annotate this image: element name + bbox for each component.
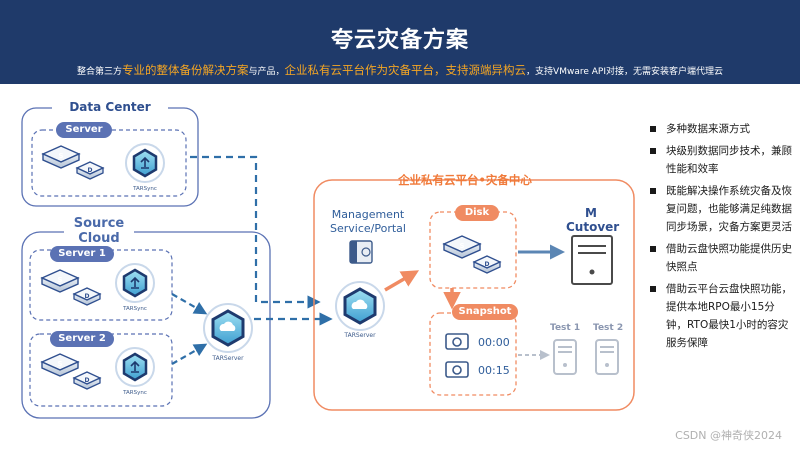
s2-tarsync-label: TARSync [122,390,147,396]
center-tarserver-icon [334,280,386,332]
dc-tarsync-label: TARSync [132,186,157,192]
cutover-label: M Cutover [566,206,620,234]
source-cloud-label-line2: Cloud [78,231,120,246]
s2-disk-d-letter: D [85,377,90,384]
s2-disk-s-letter: S [57,360,62,368]
subtitle-part-4: 企业私有云平台作为灾备平台，支持源端异构云 [284,63,527,77]
server1-box [29,249,173,321]
disk-label: Disk [455,205,499,221]
subtitle-part-5: ，支持VMware API对接，无需安装客户端代理云 [526,67,723,77]
server2-box [29,333,173,407]
cutover-line1: M [585,206,597,220]
source-cloud-label-line1: Source [73,216,125,231]
test2-label: Test 2 [593,323,624,333]
data-center-label: Data Center [52,100,168,114]
bullet-item: 既能解决操作系统灾备及恢复问题，也能够满足纯数据同步场景，灾备方案更灵活 [648,182,794,236]
dc-disk-d-letter: D [88,167,93,174]
subtitle-part-3: 与产品， [248,67,285,77]
page-subtitle: 整合第三方专业的整体备份解决方案与产品，企业私有云平台作为灾备平台，支持源端异构… [0,62,800,78]
s1-tarsync-icon [114,262,156,304]
disk-group-box [429,211,517,289]
center-disk-s-letter: S [459,242,464,250]
feature-bullet-list: 多种数据来源方式 块级别数据同步技术，兼顾性能和效率 既能解决操作系统灾备及恢复… [648,120,794,352]
subtitle-part-1: 整合第三方 [77,67,123,77]
dr-center-title: 企业私有云平台•灾备中心 [398,173,532,187]
center-disk-d-letter: D [485,261,490,268]
bullet-item: 借助云平台云盘快照功能，提供本地RPO最小15分钟，RTO最快1小时的容灾服务保… [648,280,794,352]
link-s1-to-server [171,293,208,315]
header-banner: 夸云灾备方案 整合第三方专业的整体备份解决方案与产品，企业私有云平台作为灾备平台… [0,0,800,84]
page-title: 夸云灾备方案 [330,28,469,53]
s1-disk-d-letter: D [85,293,90,300]
cutover-line2: Cutover [566,220,620,234]
link-dc-to-center [190,155,321,309]
center-tarserver-label: TARServer [343,332,376,339]
bullet-item: 多种数据来源方式 [648,120,794,138]
arrow-server-to-disk [384,270,420,292]
camera-icon-2 [445,361,469,378]
cutover-server-icon [571,235,613,285]
management-portal-label: Management Service/Portal [320,208,416,236]
snapshot-time-1: 00:00 [478,336,510,349]
source-cloud-label: Source Cloud [64,216,134,246]
test1-label: Test 1 [550,323,581,333]
subtitle-part-2: 专业的整体备份解决方案 [122,63,249,77]
snapshot-group-box [429,312,517,396]
test2-server-icon [595,339,619,375]
source-cloud-box [21,231,271,419]
bullet-item: 借助云盘快照功能提供历史快照点 [648,240,794,276]
snapshot-label: Snapshot [452,304,518,320]
mgmt-line1: Management [331,208,405,221]
dc-server-label: Server [56,122,112,138]
server2-label: Server 2 [50,331,114,347]
dr-center-box [313,179,635,411]
bullet-item: 块级别数据同步技术，兼顾性能和效率 [648,142,794,178]
link-s2-to-server [171,343,208,365]
server1-label: Server 1 [50,246,114,262]
test1-server-icon [553,339,577,375]
s1-tarsync-label: TARSync [122,306,147,312]
mgmt-line2: Service/Portal [330,222,406,235]
s1-disk-s-letter: S [57,276,62,284]
camera-icon-1 [445,333,469,350]
dc-disk-s-letter: S [58,152,63,160]
s2-tarsync-icon [114,346,156,388]
dc-tarsync-icon [124,142,166,184]
watermark: CSDN @神奇侠2024 [675,429,782,442]
snapshot-time-2: 00:15 [478,364,510,377]
source-tarserver-label: TARServer [211,355,244,362]
source-tarserver-icon [202,302,254,354]
